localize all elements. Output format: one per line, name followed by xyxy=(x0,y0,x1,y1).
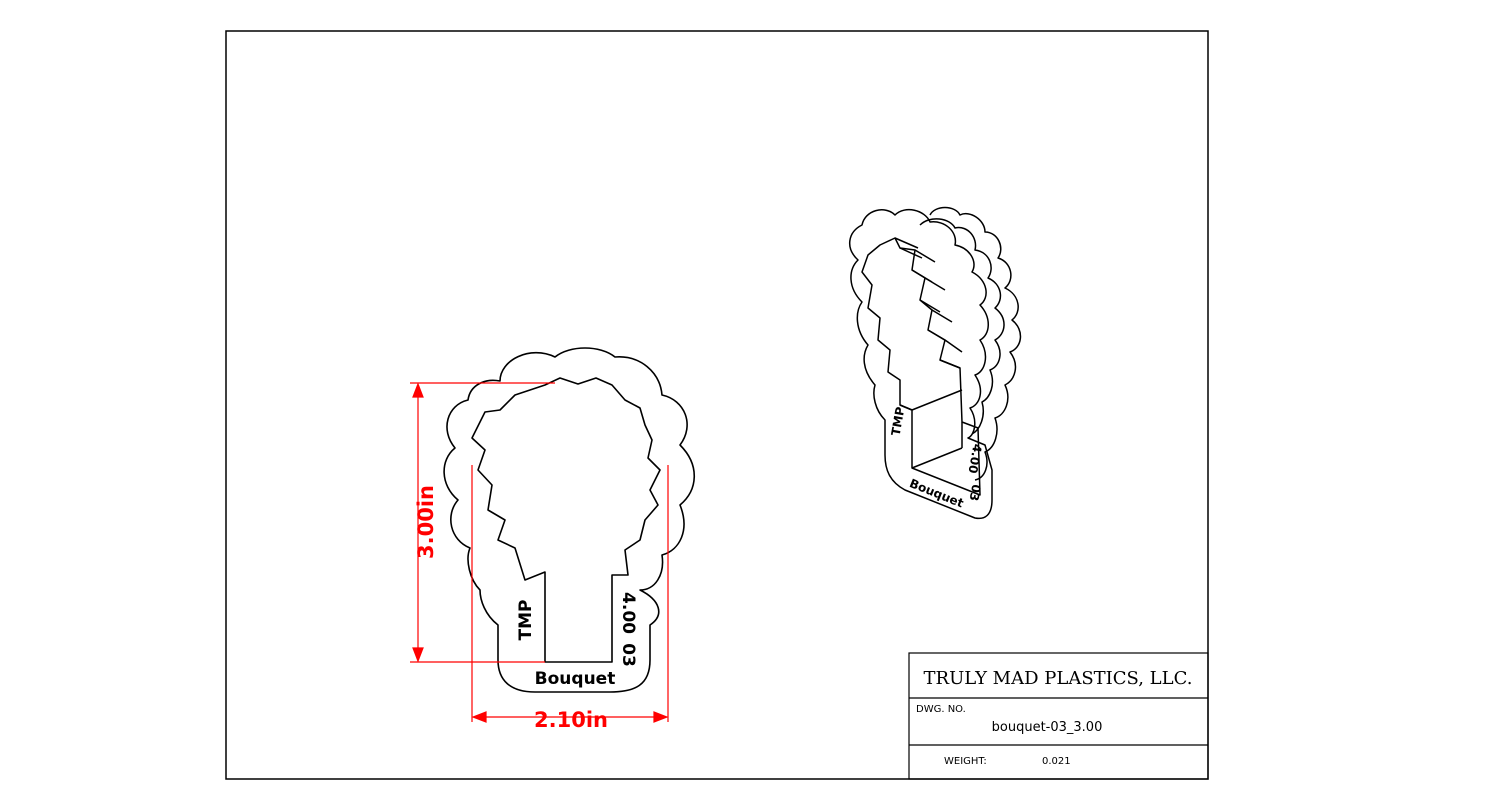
dwg-no-value: bouquet-03_3.00 xyxy=(992,720,1103,735)
iso-front-outline xyxy=(849,208,993,520)
iso-back-flange xyxy=(929,206,1022,481)
weight-label: WEIGHT: xyxy=(944,756,987,767)
label-name: Bouquet xyxy=(535,669,616,689)
iso-inner-cavity xyxy=(861,237,981,496)
dimension-height xyxy=(410,382,555,663)
iso-back-flange-inner xyxy=(919,218,1005,435)
iso-label-number: 03 xyxy=(967,483,984,502)
sheet-border xyxy=(225,30,1209,780)
label-tmp: TMP xyxy=(516,600,536,641)
front-view xyxy=(443,347,695,693)
dimension-height-label: 3.00in xyxy=(414,485,438,559)
dimension-width xyxy=(471,465,669,723)
iso-label-tmp: TMP xyxy=(889,406,908,437)
company-name: TRULY MAD PLASTICS, LLC. xyxy=(924,668,1193,689)
isometric-view xyxy=(849,206,1022,520)
weight-value: 0.021 xyxy=(1042,756,1071,767)
label-number: 03 xyxy=(618,643,638,667)
iso-label-name: Bouquet xyxy=(907,476,965,510)
title-block xyxy=(908,652,1209,780)
iso-label-size: 4.00 xyxy=(965,443,984,475)
label-size: 4.00 xyxy=(618,592,638,634)
cutter-outer-outline xyxy=(443,347,695,693)
cutter-inner-edge xyxy=(471,377,661,663)
dimension-width-label: 2.10in xyxy=(534,708,608,732)
dwg-no-label: DWG. NO. xyxy=(916,704,966,715)
iso-cavity-depth xyxy=(894,237,963,469)
